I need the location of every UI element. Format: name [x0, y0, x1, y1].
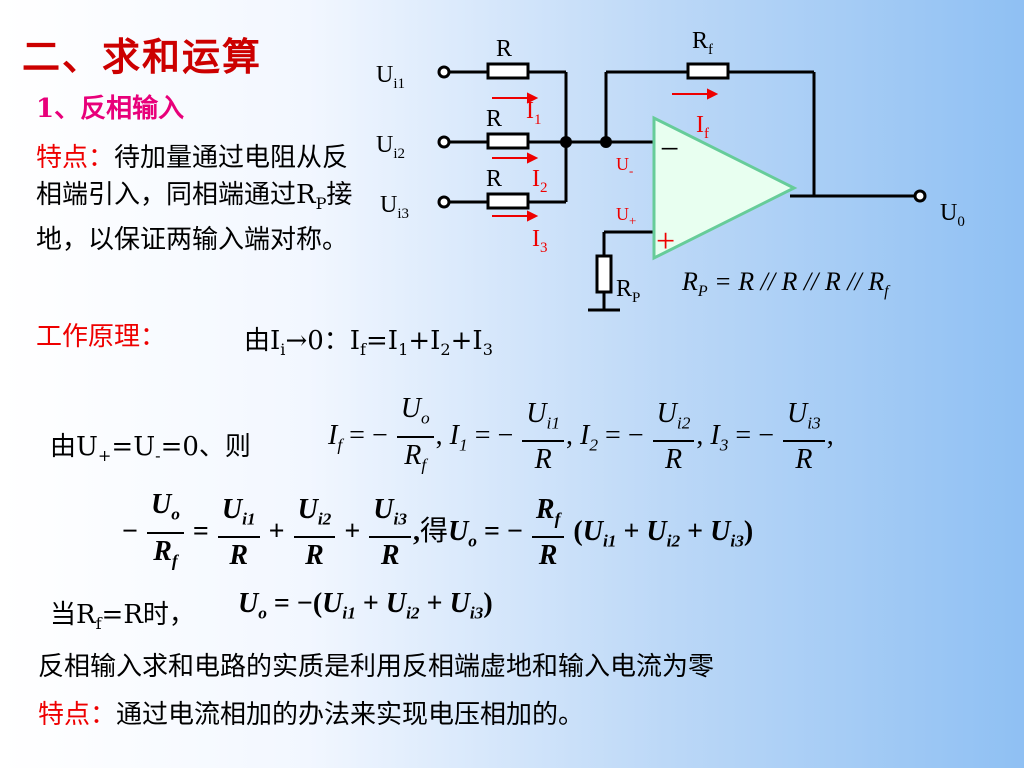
label-r2: R [486, 106, 502, 132]
principle-condition: 由Ii→0：If=I1+I2+I3 [244, 326, 493, 360]
principle-label: 工作原理： [36, 322, 167, 352]
junction-dot [560, 136, 572, 148]
simplified-formula: Uo = −(Ui1 + Ui2 + Ui3) [238, 588, 493, 623]
label-u-plus: U+ [616, 204, 636, 228]
feature2-label: 特点： [38, 700, 117, 730]
resistor-r2 [486, 132, 530, 150]
label-i3: I3 [532, 226, 548, 256]
inverting-input-sign: − [660, 131, 679, 168]
label-rp: RP [616, 276, 640, 306]
summing-amplifier-circuit: Ui1 Ui2 Ui3 R R R Rf U0 RP I1 I2 I3 If U… [376, 28, 965, 312]
feature-text-a: 待加量通过电阻从反相端引入，同相端通过R [36, 143, 349, 210]
label-r3: R [486, 166, 502, 192]
feature-paragraph: 特点：待加量通过电阻从反相端引入，同相端通过RP接地，以保证两输入端对称。 [36, 140, 356, 259]
label-ui2: Ui2 [376, 132, 405, 162]
resistor-rp [595, 254, 613, 294]
terminal-ui2 [437, 135, 451, 149]
terminal-ui1 [437, 65, 451, 79]
feature-label: 特点： [36, 143, 115, 173]
feature2-line: 特点：通过电流相加的办法来实现电压相加的。 [38, 694, 584, 731]
label-i1: I1 [526, 98, 542, 128]
label-u-minus: U- [616, 154, 633, 178]
summary-text: 反相输入求和电路的实质是利用反相端虚地和输入电流为零 [38, 652, 715, 682]
terminal-u0 [913, 189, 927, 203]
label-ui3: Ui3 [380, 192, 409, 222]
label-if: If [696, 112, 709, 142]
resistor-r1 [486, 62, 530, 80]
op-amp-triangle [652, 115, 798, 261]
label-r1: R [496, 36, 512, 62]
feature-sub-p: P [315, 194, 327, 214]
resistor-rf [686, 62, 730, 80]
label-ui1: Ui1 [376, 62, 405, 92]
equal-resistor-condition: 当Rf=R时， [50, 600, 195, 634]
terminal-ui3 [437, 195, 451, 209]
label-u0: U0 [940, 200, 965, 230]
feature-text-b: 接地，以保证两输入端对称。 [36, 180, 353, 256]
page-title: 二、求和运算 [22, 34, 263, 79]
virtual-ground-condition: 由U+=U-=0、则 [50, 432, 251, 466]
label-rf: Rf [692, 28, 713, 58]
label-i2: I2 [532, 166, 548, 196]
rp-formula: RP = R // R // R // Rf [681, 267, 891, 300]
section-subtitle: 1、反相输入 [36, 94, 185, 124]
resistor-r3 [486, 192, 530, 210]
feature2-text: 通过电流相加的办法来实现电压相加的。 [116, 700, 585, 730]
junction-dot [600, 136, 612, 148]
non-inverting-input-sign: + [656, 223, 675, 260]
